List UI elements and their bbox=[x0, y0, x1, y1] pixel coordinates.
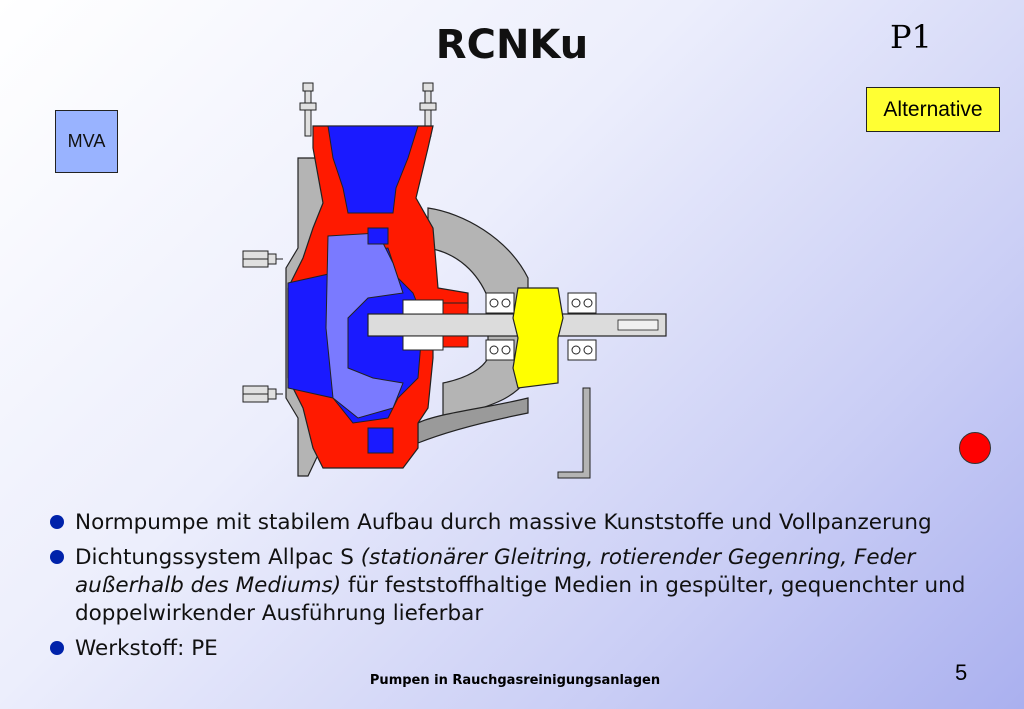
impeller-hub bbox=[367, 227, 389, 245]
bullet-item-3: Werkstoff: PE bbox=[48, 635, 1008, 663]
top-bolt-left bbox=[299, 82, 317, 137]
bullet-text-2-italic: (stationärer Gleitring, rotierender Gege… bbox=[75, 545, 916, 598]
bullet-text-2-b: für feststoffhaltige Medien in gespülter… bbox=[75, 573, 966, 626]
alternative-label: Alternative bbox=[883, 97, 983, 121]
shaft-keyway bbox=[617, 319, 659, 331]
bullet-item-1: Normpumpe mit stabilem Aufbau durch mass… bbox=[48, 509, 1008, 537]
bullet-text-2-a: Dichtungssystem Allpac S bbox=[75, 545, 361, 570]
side-bolt-lower bbox=[242, 385, 283, 403]
alternative-box: Alternative bbox=[866, 87, 1000, 132]
page-number: 5 bbox=[955, 660, 968, 685]
bearing-right bbox=[567, 292, 597, 361]
bullet-item-2: Dichtungssystem Allpac S (stationärer Gl… bbox=[48, 544, 1008, 628]
suction-inlet-blue bbox=[327, 125, 419, 214]
mva-box: MVA bbox=[55, 110, 118, 173]
bearing-left bbox=[485, 292, 515, 361]
mva-label: MVA bbox=[67, 131, 106, 151]
bullet-text-1: Normpumpe mit stabilem Aufbau durch mass… bbox=[75, 510, 932, 535]
status-dot-icon bbox=[959, 432, 991, 464]
bracket-foot bbox=[417, 397, 529, 444]
mechanical-seal bbox=[402, 299, 469, 351]
support-bracket bbox=[557, 387, 591, 479]
impeller-vane-light bbox=[325, 232, 404, 419]
side-bolt-upper bbox=[242, 250, 283, 268]
slide-title: RCNKu bbox=[435, 22, 589, 68]
bullet-list: Normpumpe mit stabilem Aufbau durch mass… bbox=[48, 509, 1008, 670]
top-bolt-right bbox=[419, 82, 437, 137]
pump-cross-section-drawing bbox=[242, 82, 667, 479]
bullet-text-3: Werkstoff: PE bbox=[75, 636, 218, 661]
page-code: P1 bbox=[890, 18, 932, 56]
impeller-foot bbox=[367, 427, 394, 454]
footer-text: Pumpen in Rauchgasreinigungsanlagen bbox=[369, 673, 661, 688]
bearing-carrier-yellow bbox=[512, 287, 564, 389]
